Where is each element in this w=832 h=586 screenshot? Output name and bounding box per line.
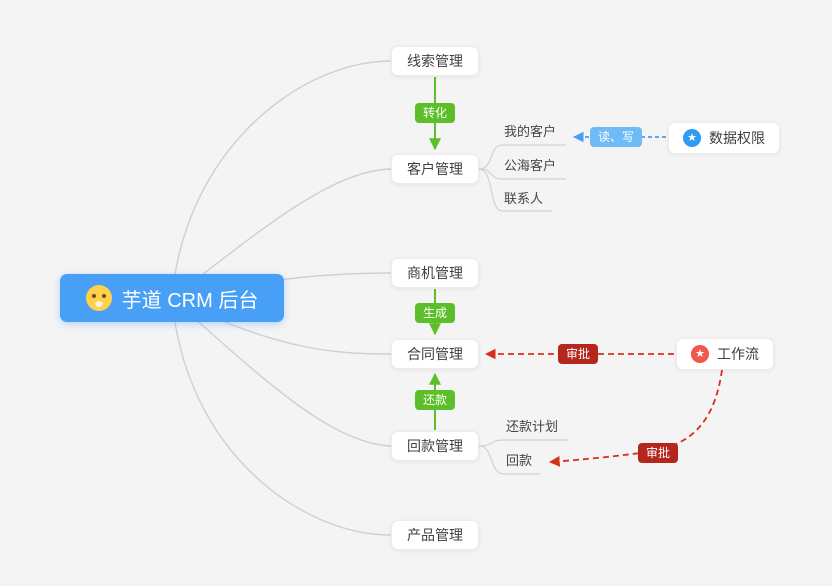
node-label: 工作流 bbox=[717, 346, 759, 362]
node-opportunities[interactable]: 商机管理 bbox=[391, 258, 479, 288]
edge-label-generate: 生成 bbox=[414, 303, 456, 323]
root-node-label: 芋道 CRM 后台 bbox=[121, 289, 259, 312]
leaf-repayment[interactable]: 回款 bbox=[506, 453, 533, 468]
node-label: 线索管理 bbox=[407, 53, 463, 69]
leaf-repayment-plan[interactable]: 还款计划 bbox=[506, 419, 559, 434]
dog-logo-icon bbox=[85, 285, 112, 311]
edge-label-approve-contract: 审批 bbox=[557, 344, 599, 364]
edge-label-convert: 转化 bbox=[414, 103, 456, 123]
child-line-repayment bbox=[478, 445, 505, 475]
child-line-repayment-plan bbox=[478, 439, 505, 447]
node-label: 回款管理 bbox=[407, 438, 463, 454]
leaf-contacts[interactable]: 联系人 bbox=[504, 191, 544, 206]
child-line-contacts bbox=[478, 168, 503, 212]
branch-line-payments bbox=[171, 297, 392, 447]
node-products[interactable]: 产品管理 bbox=[391, 520, 479, 550]
node-payments[interactable]: 回款管理 bbox=[391, 431, 479, 461]
node-leads[interactable]: 线索管理 bbox=[391, 46, 479, 76]
leaf-public-customers[interactable]: 公海客户 bbox=[504, 158, 557, 173]
node-label: 客户管理 bbox=[407, 161, 463, 177]
arrow-approve-payment bbox=[548, 369, 723, 467]
star-icon: ★ bbox=[683, 129, 701, 147]
node-customers[interactable]: 客户管理 bbox=[391, 154, 479, 184]
child-line-my-customers bbox=[478, 144, 503, 170]
branch-line-leads bbox=[171, 60, 392, 299]
edge-label-read-write: 读、写 bbox=[589, 127, 643, 147]
root-node-crm-backend[interactable]: 芋道 CRM 后台 bbox=[60, 274, 284, 322]
branch-line-customers bbox=[171, 168, 392, 299]
node-contracts[interactable]: 合同管理 bbox=[391, 339, 479, 369]
node-label: 商机管理 bbox=[407, 265, 463, 281]
node-data-permission[interactable]: ★ 数据权限 bbox=[668, 122, 780, 154]
node-label: 数据权限 bbox=[709, 130, 765, 146]
star-icon: ★ bbox=[691, 345, 709, 363]
edge-label-repay: 还款 bbox=[414, 390, 456, 410]
node-label: 产品管理 bbox=[407, 527, 463, 543]
edge-label-approve-payment: 审批 bbox=[637, 443, 679, 463]
node-workflow[interactable]: ★ 工作流 bbox=[676, 338, 774, 370]
node-label: 合同管理 bbox=[407, 346, 463, 362]
branch-line-products bbox=[171, 297, 392, 536]
leaf-my-customers[interactable]: 我的客户 bbox=[504, 124, 557, 139]
